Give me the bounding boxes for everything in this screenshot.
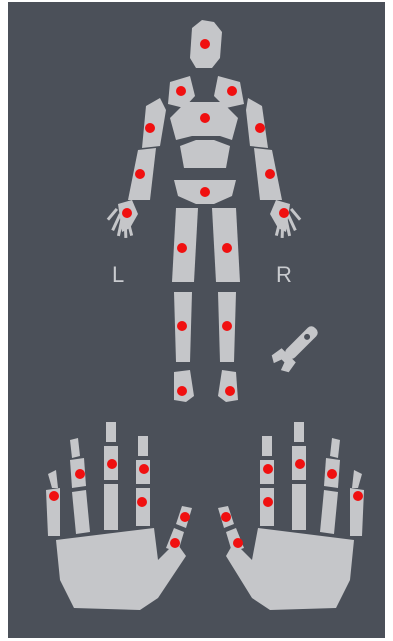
joint-ankle-right[interactable] [225, 386, 235, 396]
joint-left-thumb-base[interactable] [170, 538, 180, 548]
left-palm-part[interactable] [56, 528, 186, 610]
joint-left-index-mid[interactable] [139, 464, 149, 474]
right-index-part[interactable] [262, 436, 272, 456]
upper-arm-left-part[interactable] [142, 98, 166, 148]
joint-left-middle-mid[interactable] [107, 459, 117, 469]
left-index-part[interactable] [136, 488, 150, 526]
joint-left-pinky[interactable] [49, 491, 59, 501]
left-ring-part[interactable] [72, 490, 90, 534]
joint-neck-right[interactable] [227, 86, 237, 96]
right-pinky-part[interactable] [352, 470, 362, 488]
joint-left-index-base[interactable] [137, 497, 147, 507]
left-side-label: L [112, 262, 124, 287]
left-hand [46, 422, 192, 610]
joint-knee-right[interactable] [222, 321, 232, 331]
joint-markers [49, 39, 363, 548]
left-index-part[interactable] [138, 436, 148, 456]
body-hand-right-part[interactable] [270, 200, 301, 238]
joint-hip-right[interactable] [222, 243, 232, 253]
foot-right-part[interactable] [218, 370, 238, 402]
joint-ankle-left[interactable] [177, 386, 187, 396]
right-middle-part[interactable] [292, 484, 306, 530]
joint-right-index-base[interactable] [263, 497, 273, 507]
joint-wrist-right[interactable] [279, 208, 289, 218]
joint-right-thumb-tip[interactable] [221, 512, 231, 522]
left-middle-part[interactable] [104, 484, 118, 530]
joint-left-thumb-tip[interactable] [180, 512, 190, 522]
joint-left-ring-mid[interactable] [75, 469, 85, 479]
joint-wrist-left[interactable] [122, 208, 132, 218]
right-hand [218, 422, 364, 610]
joint-neck-left[interactable] [176, 86, 186, 96]
body-hand-left-part[interactable] [107, 200, 138, 238]
left-pinky-part[interactable] [48, 470, 58, 488]
joint-elbow-left[interactable] [135, 169, 145, 179]
right-palm-part[interactable] [226, 528, 354, 610]
joint-right-ring-mid[interactable] [327, 469, 337, 479]
abdomen-part[interactable] [180, 140, 230, 168]
right-middle-part[interactable] [294, 422, 304, 442]
joint-right-index-mid[interactable] [263, 464, 273, 474]
joint-right-middle-mid[interactable] [295, 459, 305, 469]
joint-pelvis[interactable] [200, 187, 210, 197]
upper-arm-right-part[interactable] [246, 98, 268, 148]
joint-head[interactable] [200, 39, 210, 49]
joint-shoulder-left[interactable] [145, 123, 155, 133]
left-middle-part[interactable] [106, 422, 116, 442]
joint-elbow-right[interactable] [265, 169, 275, 179]
joint-torso[interactable] [200, 113, 210, 123]
foot-left-part[interactable] [174, 370, 194, 402]
right-side-label: R [276, 262, 292, 287]
right-ring-part[interactable] [330, 438, 340, 458]
joint-right-pinky[interactable] [353, 491, 363, 501]
right-ring-part[interactable] [320, 490, 338, 534]
right-index-part[interactable] [260, 488, 274, 526]
left-ring-part[interactable] [70, 438, 80, 458]
joint-right-thumb-base[interactable] [233, 538, 243, 548]
wrench-icon[interactable] [269, 320, 324, 375]
body-figure [107, 20, 302, 402]
joint-hip-left[interactable] [177, 243, 187, 253]
joint-shoulder-right[interactable] [255, 123, 265, 133]
joint-knee-left[interactable] [177, 321, 187, 331]
